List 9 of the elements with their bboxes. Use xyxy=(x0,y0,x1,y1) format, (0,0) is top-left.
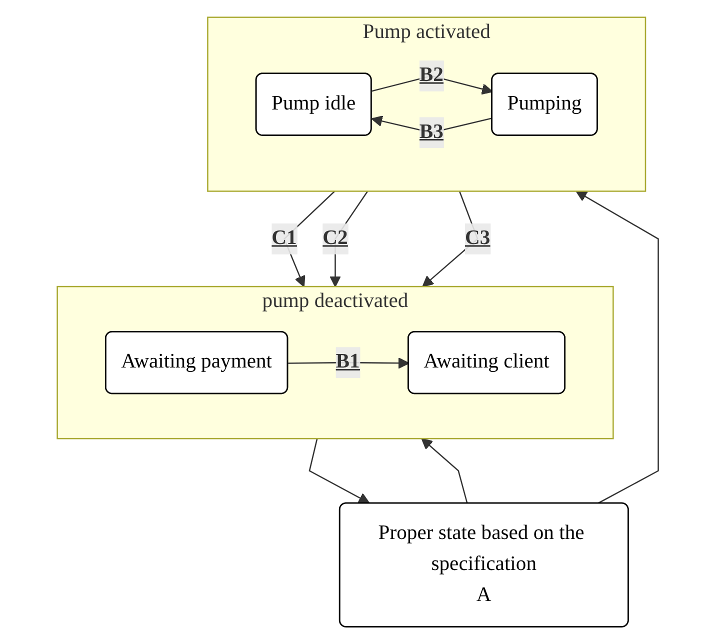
edge-label: C2 xyxy=(322,227,348,250)
edge-label: B2 xyxy=(420,64,444,86)
edge-label: B1 xyxy=(336,350,360,373)
edge-label: C3 xyxy=(465,227,490,250)
edge-label: B3 xyxy=(420,121,444,143)
edge-label: C1 xyxy=(272,227,298,250)
arrow xyxy=(308,438,370,504)
arrow xyxy=(576,190,660,504)
arrow xyxy=(421,438,468,504)
